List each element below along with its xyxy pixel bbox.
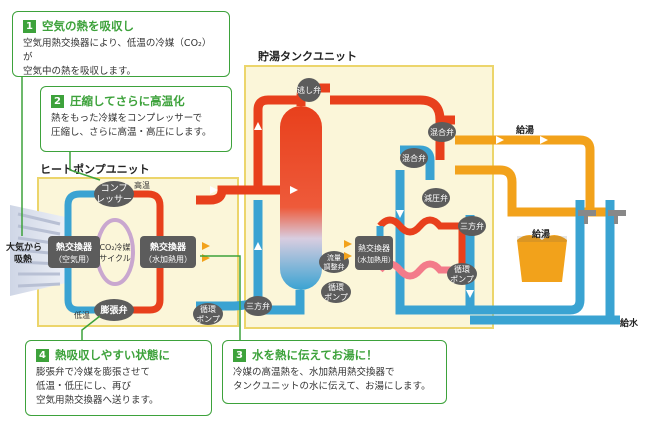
air-hex-label-2: （空気用）: [54, 254, 94, 264]
three-way-valve-right: [458, 216, 486, 236]
faucet-left: [578, 210, 596, 224]
compressor-label-2: レッサー: [96, 194, 132, 205]
callout-4-body: 膨張弁で冷媒を膨張させて 低温・低圧にし、再び 空気用熱交換器へ送ります。: [36, 367, 159, 406]
tank-hot-outlet-pipe: [253, 95, 300, 190]
compressor: [94, 181, 134, 207]
right-circ-pump: [447, 263, 477, 285]
callout-1-title: 空気の熱を吸収し: [42, 19, 134, 33]
high-temp-label: 高温: [134, 180, 150, 190]
callout-4: 4 熱吸収しやすい状態に 膨張弁で冷媒を膨張させて 低温・低圧にし、再び 空気用…: [25, 340, 212, 416]
flow-valve-label-2: 調整弁: [324, 262, 345, 271]
callout-3-body: 冷媒の高温熱を、水加熱用熱交換器で タンクユニットの水に伝えて、お湯にします。: [233, 367, 431, 392]
callout-1: 1 空気の熱を吸収し 空気用熱交換器により、低温の冷媒（CO₂）が 空気中の熱を…: [12, 11, 230, 77]
water-hex-label-2: （水加熱用）: [144, 254, 192, 264]
relief-valve: [297, 78, 321, 102]
mix-valve-label-top: 混合弁: [430, 127, 454, 137]
flow-arrows: [210, 122, 548, 298]
flow-control-valve: [319, 251, 349, 273]
co2-label-2: サイクル: [99, 254, 131, 263]
three-way-label-bottom: 三方弁: [246, 301, 270, 311]
tank-hex-label-2: （水加熱用）: [353, 255, 395, 264]
co2-label-1: CO₂冷媒: [99, 242, 130, 252]
callout-3-number: 3: [233, 348, 246, 362]
hp-circ-pump: [193, 303, 223, 325]
callout-3-title: 水を熱に伝えてお湯に！: [252, 348, 378, 362]
low-temp-label: 低温: [74, 310, 90, 320]
callout-4-title: 熱吸収しやすい状態に: [55, 348, 170, 362]
air-in-label-1: 大気から: [6, 241, 42, 253]
tank-exchanger-coil-red: [377, 216, 462, 236]
flow-valve-label-1: 流量: [327, 253, 341, 262]
three-way-valve-bottom: [244, 296, 272, 316]
callout-3: 3 水を熱に伝えてお湯に！ 冷媒の高温熱を、水加熱用熱交換器で タンクユニットの…: [222, 340, 447, 404]
heat-pump-unit-title: ヒートポンプユニット: [40, 162, 150, 176]
callout-2: 2 圧縮してさらに高温化 熱をもった冷媒をコンプレッサーで 圧縮し、さらに高温・…: [40, 86, 232, 152]
hot-supply-label: 給湯: [516, 124, 534, 136]
expansion-valve: [94, 299, 134, 321]
right-pump-label-2: ポンプ: [450, 275, 474, 284]
hp-pump-label-1: 循環: [200, 304, 216, 314]
tank-hex-label-1: 熱交換器: [358, 243, 390, 253]
water-supply-pipe: [470, 200, 585, 315]
relief-label: 逃し弁: [297, 85, 321, 95]
heat-transfer-arrows: [202, 240, 352, 262]
pressure-valve-label: 減圧弁: [424, 193, 448, 203]
bath-label: 給湯: [532, 228, 550, 240]
callout-connectors: [21, 76, 241, 342]
air-heat-exchanger: [48, 236, 100, 268]
pressure-reducing-valve: [422, 188, 450, 208]
bath-tub: [517, 240, 567, 282]
hp-to-tank-hot-pipe: [196, 185, 300, 205]
mix-valve-mid: [400, 148, 428, 168]
right-pump-label-1: 循環: [454, 264, 470, 274]
mix-valve-top: [428, 122, 456, 142]
mix-valve-label-mid: 混合弁: [402, 153, 426, 163]
expansion-label: 膨張弁: [99, 304, 127, 316]
callout-1-number: 1: [23, 19, 36, 33]
callout-2-number: 2: [51, 94, 64, 108]
three-way-label-right: 三方弁: [460, 221, 484, 231]
hot-water-tank: [280, 106, 322, 290]
tank-circ-pump: [321, 281, 351, 303]
hot-supply-pipe: [455, 135, 595, 210]
callout-2-body: 熱をもった冷媒をコンプレッサーで 圧縮し、さらに高温・高圧にします。: [51, 113, 212, 138]
callout-1-body: 空気用熱交換器により、低温の冷媒（CO₂）が 空気中の熱を吸収します。: [23, 38, 212, 77]
callout-2-title: 圧縮してさらに高温化: [70, 94, 185, 108]
tank-pump-label-1: 循環: [328, 282, 344, 292]
water-supply-label: 給水: [620, 317, 639, 329]
tank-unit-title: 貯湯タンクユニット: [258, 49, 357, 63]
water-hex-label-1: 熱交換器: [150, 241, 187, 253]
air-hex-label-1: 熱交換器: [56, 241, 93, 253]
compressor-label-1: コンプ: [101, 183, 128, 194]
callout-4-number: 4: [36, 348, 49, 362]
tank-pump-label-2: ポンプ: [324, 293, 348, 302]
air-in-label-2: 吸熱: [14, 253, 32, 265]
faucet-right: [608, 210, 626, 224]
tank-heat-exchanger: [355, 236, 393, 270]
hp-pump-label-2: ポンプ: [196, 315, 220, 324]
water-heat-exchanger-hp: [140, 236, 196, 268]
